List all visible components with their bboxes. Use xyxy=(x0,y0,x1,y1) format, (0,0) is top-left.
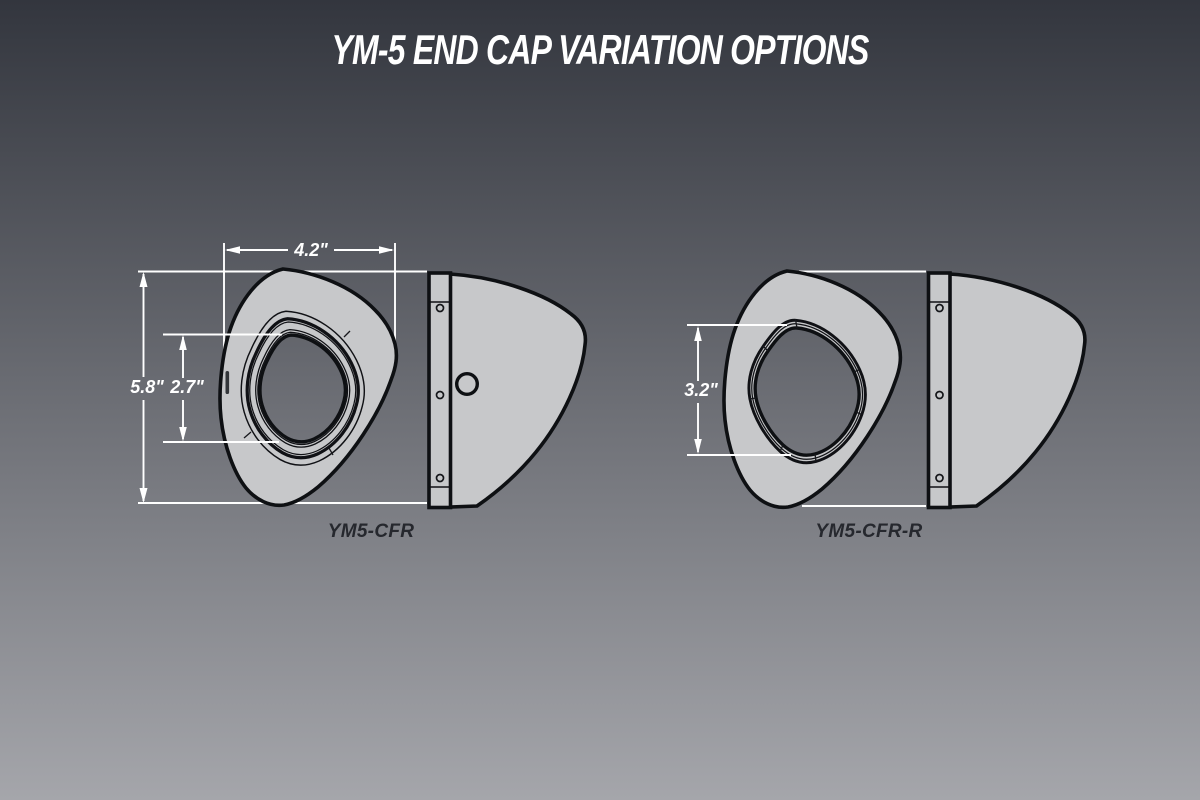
dimension-opening: 2.7" xyxy=(169,335,204,442)
dimension-label-opening: 2.7" xyxy=(169,377,204,397)
bezel-segment-mark xyxy=(779,444,784,452)
side-view-ym5-cfr xyxy=(427,271,588,510)
seam-slot xyxy=(225,371,230,394)
bezel-segment-mark xyxy=(814,453,817,462)
center-hole xyxy=(455,372,480,397)
arrowhead-down xyxy=(179,427,187,442)
dimension-height: 5.8" xyxy=(130,272,164,503)
arrowhead-down xyxy=(694,439,702,454)
diagram-ym5-cfr-r: 3.2" YM5-CFR-R xyxy=(684,269,1087,542)
arrowhead-left xyxy=(225,246,240,254)
page-title: YM-5 END CAP VARIATION OPTIONS xyxy=(331,26,869,73)
dimension-width: 4.2" xyxy=(225,240,394,260)
front-view-ym5-cfr xyxy=(218,267,399,508)
arrowhead-up xyxy=(139,272,148,287)
arrowhead-down xyxy=(139,488,148,503)
arrowhead-up xyxy=(694,326,702,341)
dimension-label-opening: 3.2" xyxy=(684,380,718,400)
arrowhead-right xyxy=(379,246,394,254)
bezel-segment-mark xyxy=(762,345,769,352)
diagram-ym5-cfr: 5.8" 2.7" 4.2" YM5-CFR xyxy=(130,240,588,542)
lip-notch xyxy=(328,447,334,456)
front-view-ym5-cfr-r xyxy=(722,269,903,510)
dimension-label-height: 5.8" xyxy=(130,377,164,397)
arrowhead-up xyxy=(179,335,187,350)
lip-notch xyxy=(343,330,351,338)
part-label-ym5-cfr: YM5-CFR xyxy=(328,521,415,542)
bezel-segment-mark xyxy=(853,368,860,373)
bezel-segment-mark xyxy=(794,319,798,329)
bezel-segment-mark xyxy=(749,397,757,400)
dimension-label-width: 4.2" xyxy=(293,240,328,260)
dimension-opening: 3.2" xyxy=(684,326,718,454)
part-label-ym5-cfr-r: YM5-CFR-R xyxy=(815,521,922,542)
lip-notch xyxy=(243,431,252,439)
bezel-segment-mark xyxy=(855,411,862,416)
